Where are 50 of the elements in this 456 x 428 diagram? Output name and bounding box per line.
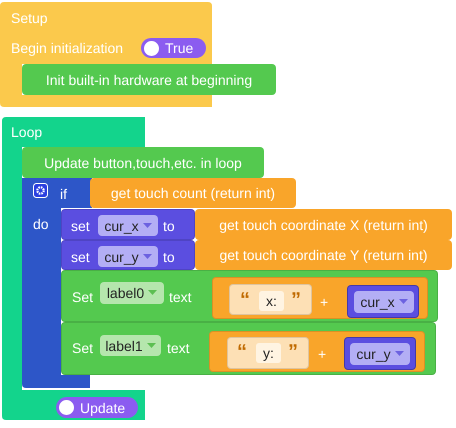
label-dropdown: label0 — [100, 282, 164, 304]
label-dropdown: label1 — [100, 335, 161, 356]
statement-block — [22, 64, 276, 95]
block-label: Set — [72, 289, 94, 305]
set-text-block — [61, 322, 436, 375]
block-label: text — [169, 289, 192, 305]
variable-dropdown: cur_y — [98, 246, 158, 267]
variable-block — [347, 285, 419, 318]
toggle-switch: Update — [56, 397, 138, 418]
block-label: Set — [72, 340, 94, 356]
quote-mark: “ — [237, 341, 247, 363]
value-block — [195, 209, 452, 240]
block-label: do — [33, 216, 49, 232]
block-label: get touch coordinate X (return int) — [219, 216, 428, 232]
text-input-field: y: — [256, 343, 281, 363]
toggle-switch: True — [141, 38, 206, 58]
join-block — [212, 277, 428, 319]
if-block — [22, 178, 92, 388]
block-label: set — [71, 249, 90, 265]
block-label: get touch count (return int) — [110, 185, 276, 201]
variable-dropdown: cur_x — [354, 291, 414, 313]
statement-block — [22, 147, 264, 178]
value-block — [90, 178, 296, 208]
join-block — [209, 331, 425, 372]
quote-mark: ” — [288, 341, 298, 363]
block-label: text — [167, 340, 190, 356]
block-label: + — [318, 346, 326, 362]
variable-block — [344, 337, 416, 370]
text-input-field: x: — [259, 291, 284, 311]
variable-dropdown: cur_y — [350, 343, 410, 365]
set-variable-block — [61, 209, 195, 240]
block-label: Init built-in hardware at beginning — [46, 72, 252, 88]
text-block — [229, 284, 312, 315]
set-text-block — [61, 270, 438, 322]
value-block — [195, 240, 452, 270]
block-label: set — [71, 218, 90, 234]
set-variable-block — [61, 240, 195, 270]
block-label: to — [163, 218, 175, 234]
block-label: Begin initialization — [11, 40, 124, 56]
text-block — [227, 337, 309, 369]
quote-mark: ” — [291, 289, 301, 311]
block-label: get touch coordinate Y (return int) — [219, 247, 428, 263]
variable-dropdown: cur_x — [98, 215, 158, 236]
block-label: if — [60, 186, 67, 202]
block-label: Loop — [11, 124, 42, 140]
block-label: + — [320, 294, 328, 310]
quote-mark: “ — [240, 289, 250, 311]
block-label: to — [163, 249, 175, 265]
block-label: Update button,touch,etc. in loop — [44, 154, 242, 170]
block-label: Setup — [11, 10, 48, 26]
